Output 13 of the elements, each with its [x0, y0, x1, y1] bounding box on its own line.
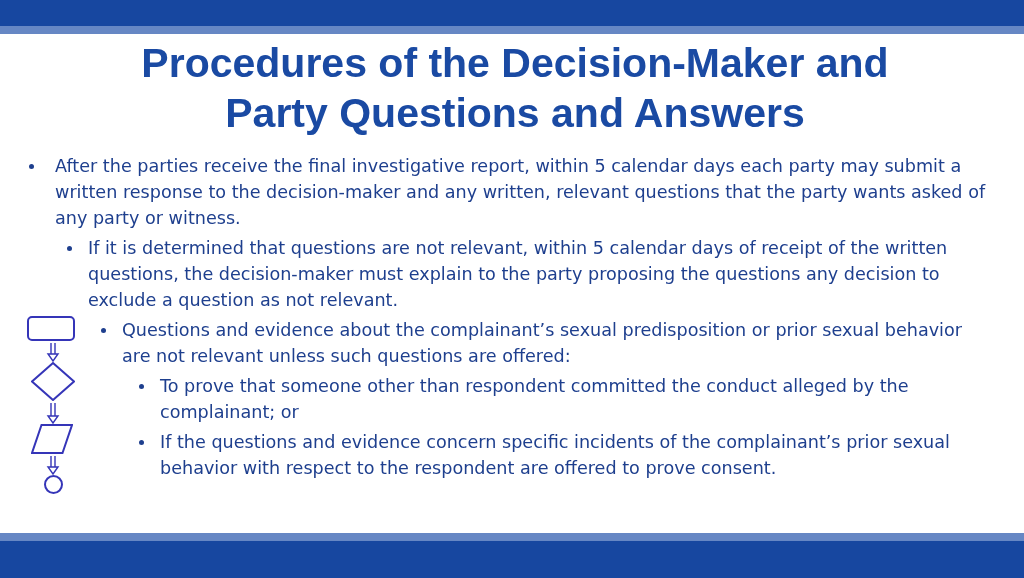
slide-title: Procedures of the Decision-Maker and Party Questions and Answers: [140, 39, 890, 138]
flowchart-diamond: [31, 362, 75, 401]
flowchart-circle: [44, 475, 63, 494]
bullet-text: If the questions and evidence concern specific incidents of the complainant’s prior sexual behavior with respect to the respondent are offered to prove consent.: [160, 432, 950, 478]
flowchart-parallelogram: [31, 424, 73, 454]
flowchart-box: [27, 316, 75, 341]
flow-arrow: [46, 402, 60, 425]
bullet-text: If it is determined that questions are not relevant, within 5 calendar days of receipt of the written questions, the decision-maker must explain to the party proposing the questions any decision to exclude a question as not relevant.: [88, 238, 948, 310]
bullet-text: Questions and evidence about the complainant’s sexual predisposition or prior sexual behavior are not relevant unless such questions are offered:: [122, 320, 962, 366]
flow-arrow: [46, 455, 60, 476]
bullet-text: After the parties receive the final investigative report, within 5 calendar days each party may submit a written response to the decision-maker and any written, relevant questions that the party wants asked of any party or witness.: [55, 156, 986, 228]
bullet-text: To prove that someone other than respondent committed the conduct alleged by the complainant; or: [160, 376, 909, 422]
flow-arrow: [46, 342, 60, 363]
